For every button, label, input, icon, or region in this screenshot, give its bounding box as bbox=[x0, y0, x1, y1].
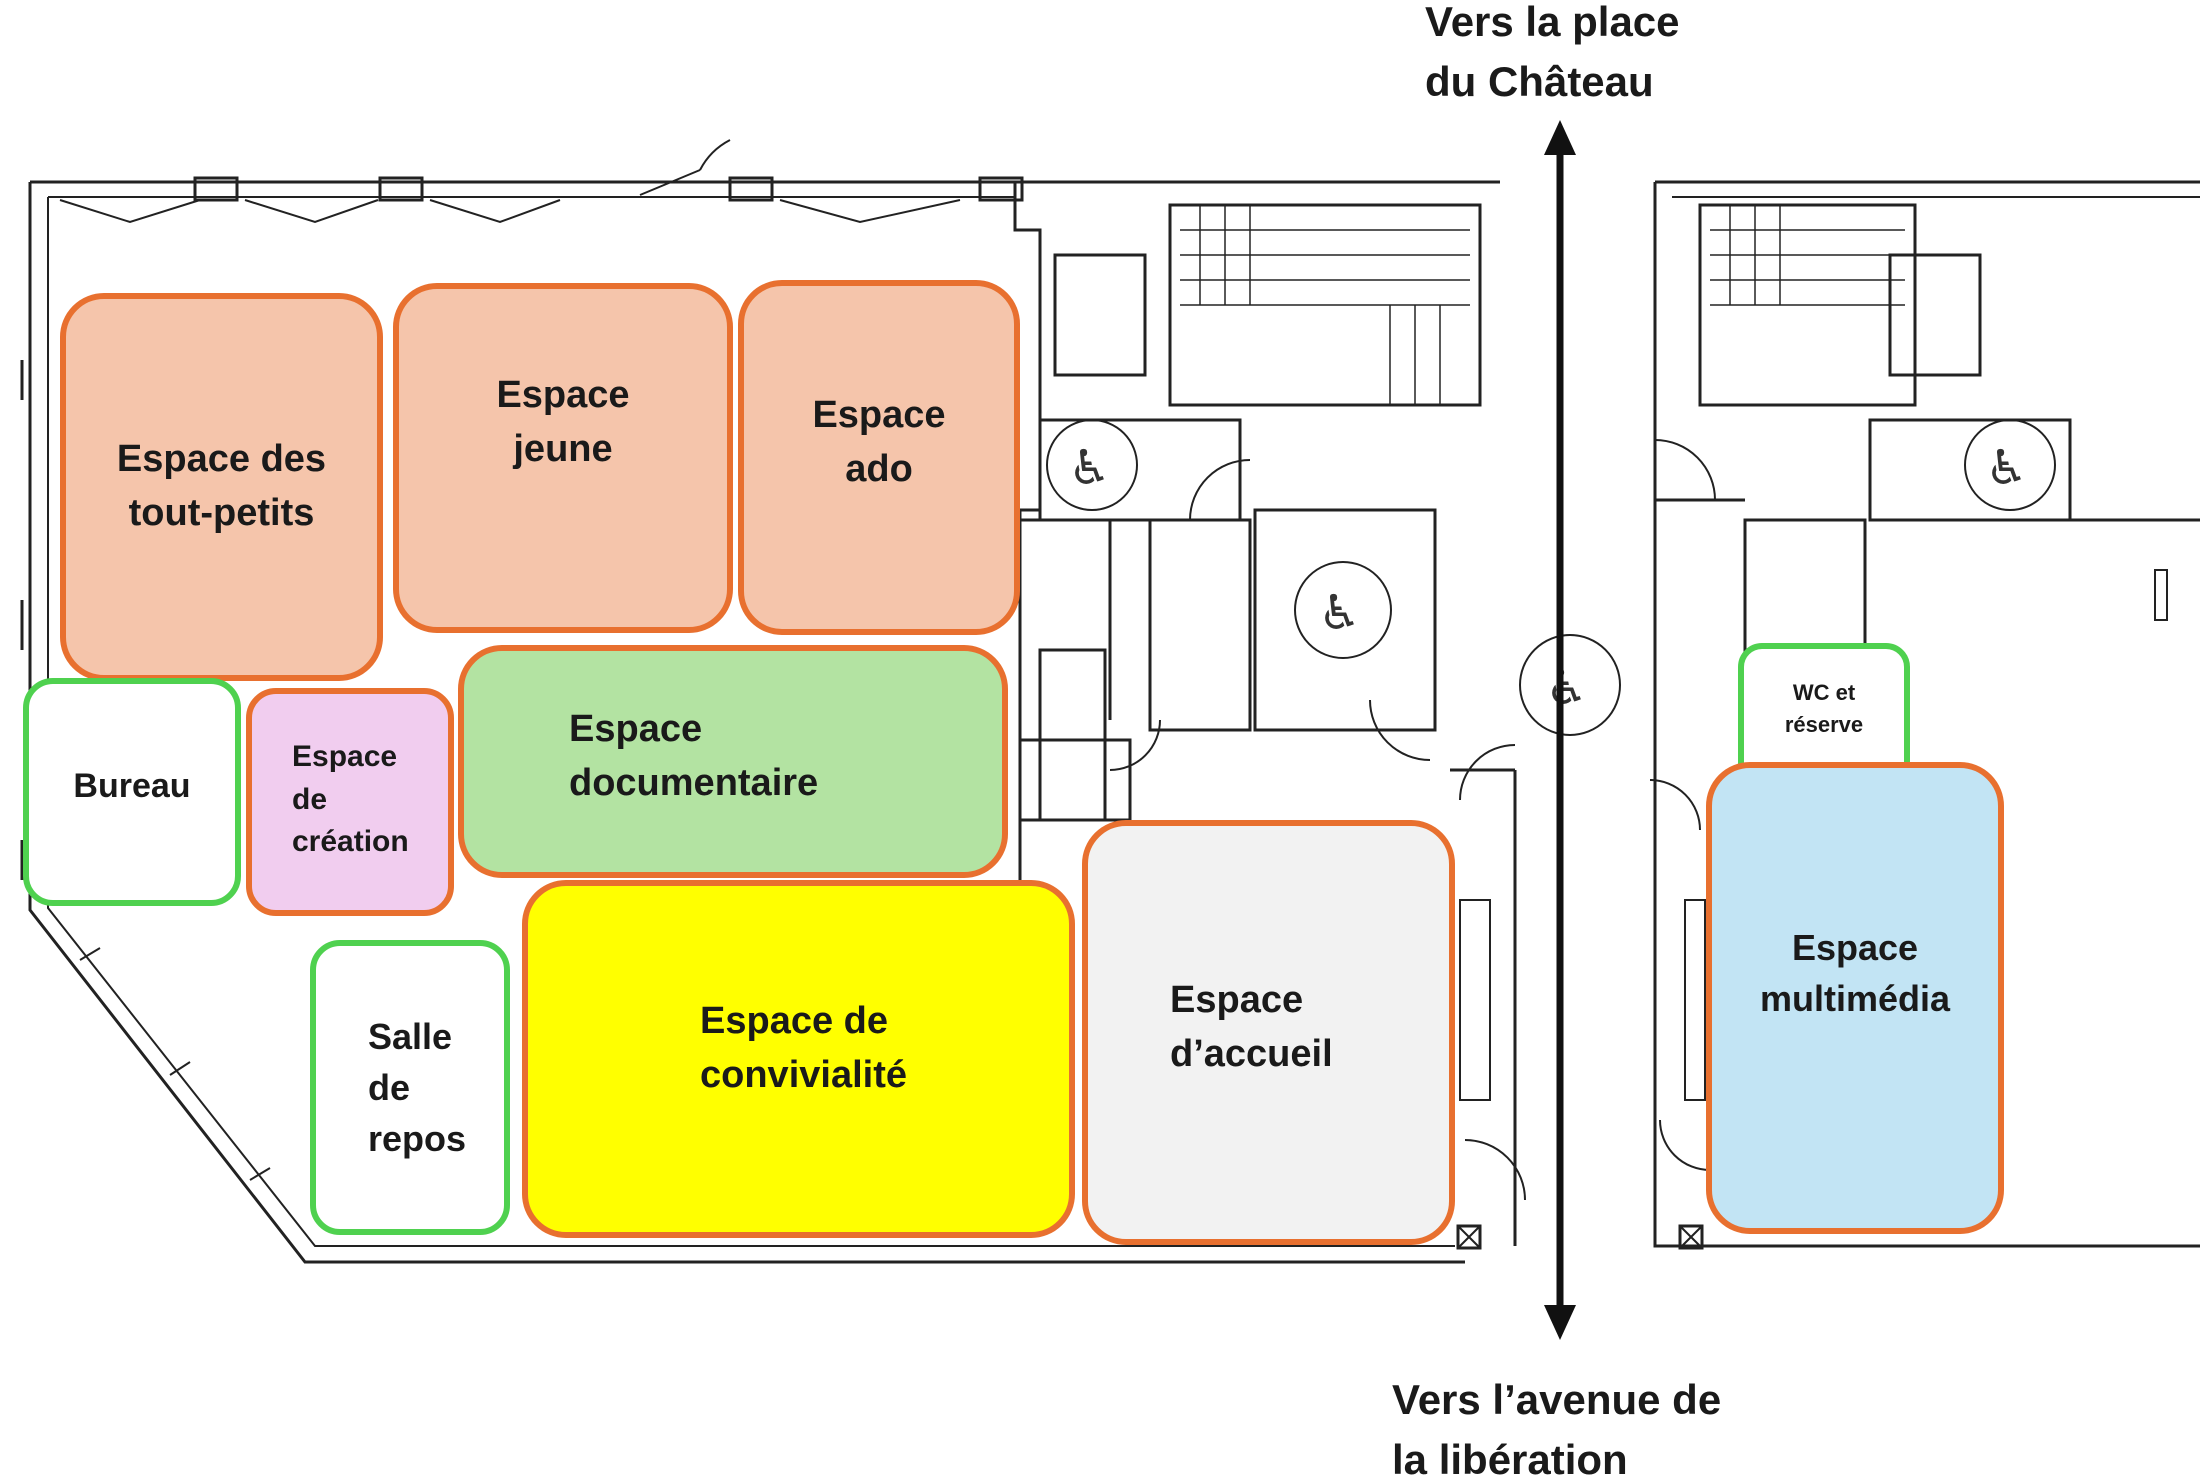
zone-jeune-label: Espace jeune bbox=[496, 374, 630, 470]
zone-convivialite-label: Espace de convivialité bbox=[700, 1000, 907, 1096]
wheelchair-icon: ♿ bbox=[1318, 587, 1362, 640]
zone-wc-reserve-label: WC et réserve bbox=[1784, 680, 1864, 737]
zone-documentaire: Espace documentaire bbox=[458, 645, 1008, 878]
zone-repos: Salle de repos bbox=[310, 940, 510, 1235]
double-arrow-icon bbox=[1544, 120, 1576, 1340]
wheelchair-icon: ♿ bbox=[1068, 442, 1112, 495]
direction-south-label: Vers l’avenue de la libération bbox=[1392, 1376, 1722, 1478]
zone-repos-label: Salle de repos bbox=[368, 1015, 467, 1160]
zone-tout-petits: Espace des tout-petits bbox=[60, 293, 383, 681]
wheelchair-icon: ♿ bbox=[1985, 442, 2029, 495]
zone-bureau: Bureau bbox=[23, 678, 241, 906]
direction-north-label: Vers la place du Château bbox=[1425, 0, 1680, 105]
zone-ado: Espace ado bbox=[738, 280, 1020, 635]
zone-tout-petits-label: Espace des tout-petits bbox=[116, 438, 327, 534]
zone-accueil: Espace d’accueil bbox=[1082, 820, 1455, 1245]
zone-documentaire-label: Espace documentaire bbox=[569, 707, 819, 804]
zone-jeune: Espace jeune bbox=[393, 283, 733, 633]
wheelchair-icon: ♿ bbox=[1545, 662, 1589, 715]
zone-convivialite: Espace de convivialité bbox=[522, 880, 1075, 1238]
zone-multimedia-label: Espace multimédia bbox=[1759, 926, 1951, 1019]
zone-bureau-label: Bureau bbox=[73, 766, 191, 805]
zone-accueil-label: Espace d’accueil bbox=[1170, 978, 1333, 1075]
zone-creation: Espace de création bbox=[246, 688, 454, 916]
zone-ado-label: Espace ado bbox=[812, 393, 946, 490]
zone-creation-label: Espace de création bbox=[292, 740, 409, 859]
zone-multimedia: Espace multimédia bbox=[1706, 762, 2004, 1234]
